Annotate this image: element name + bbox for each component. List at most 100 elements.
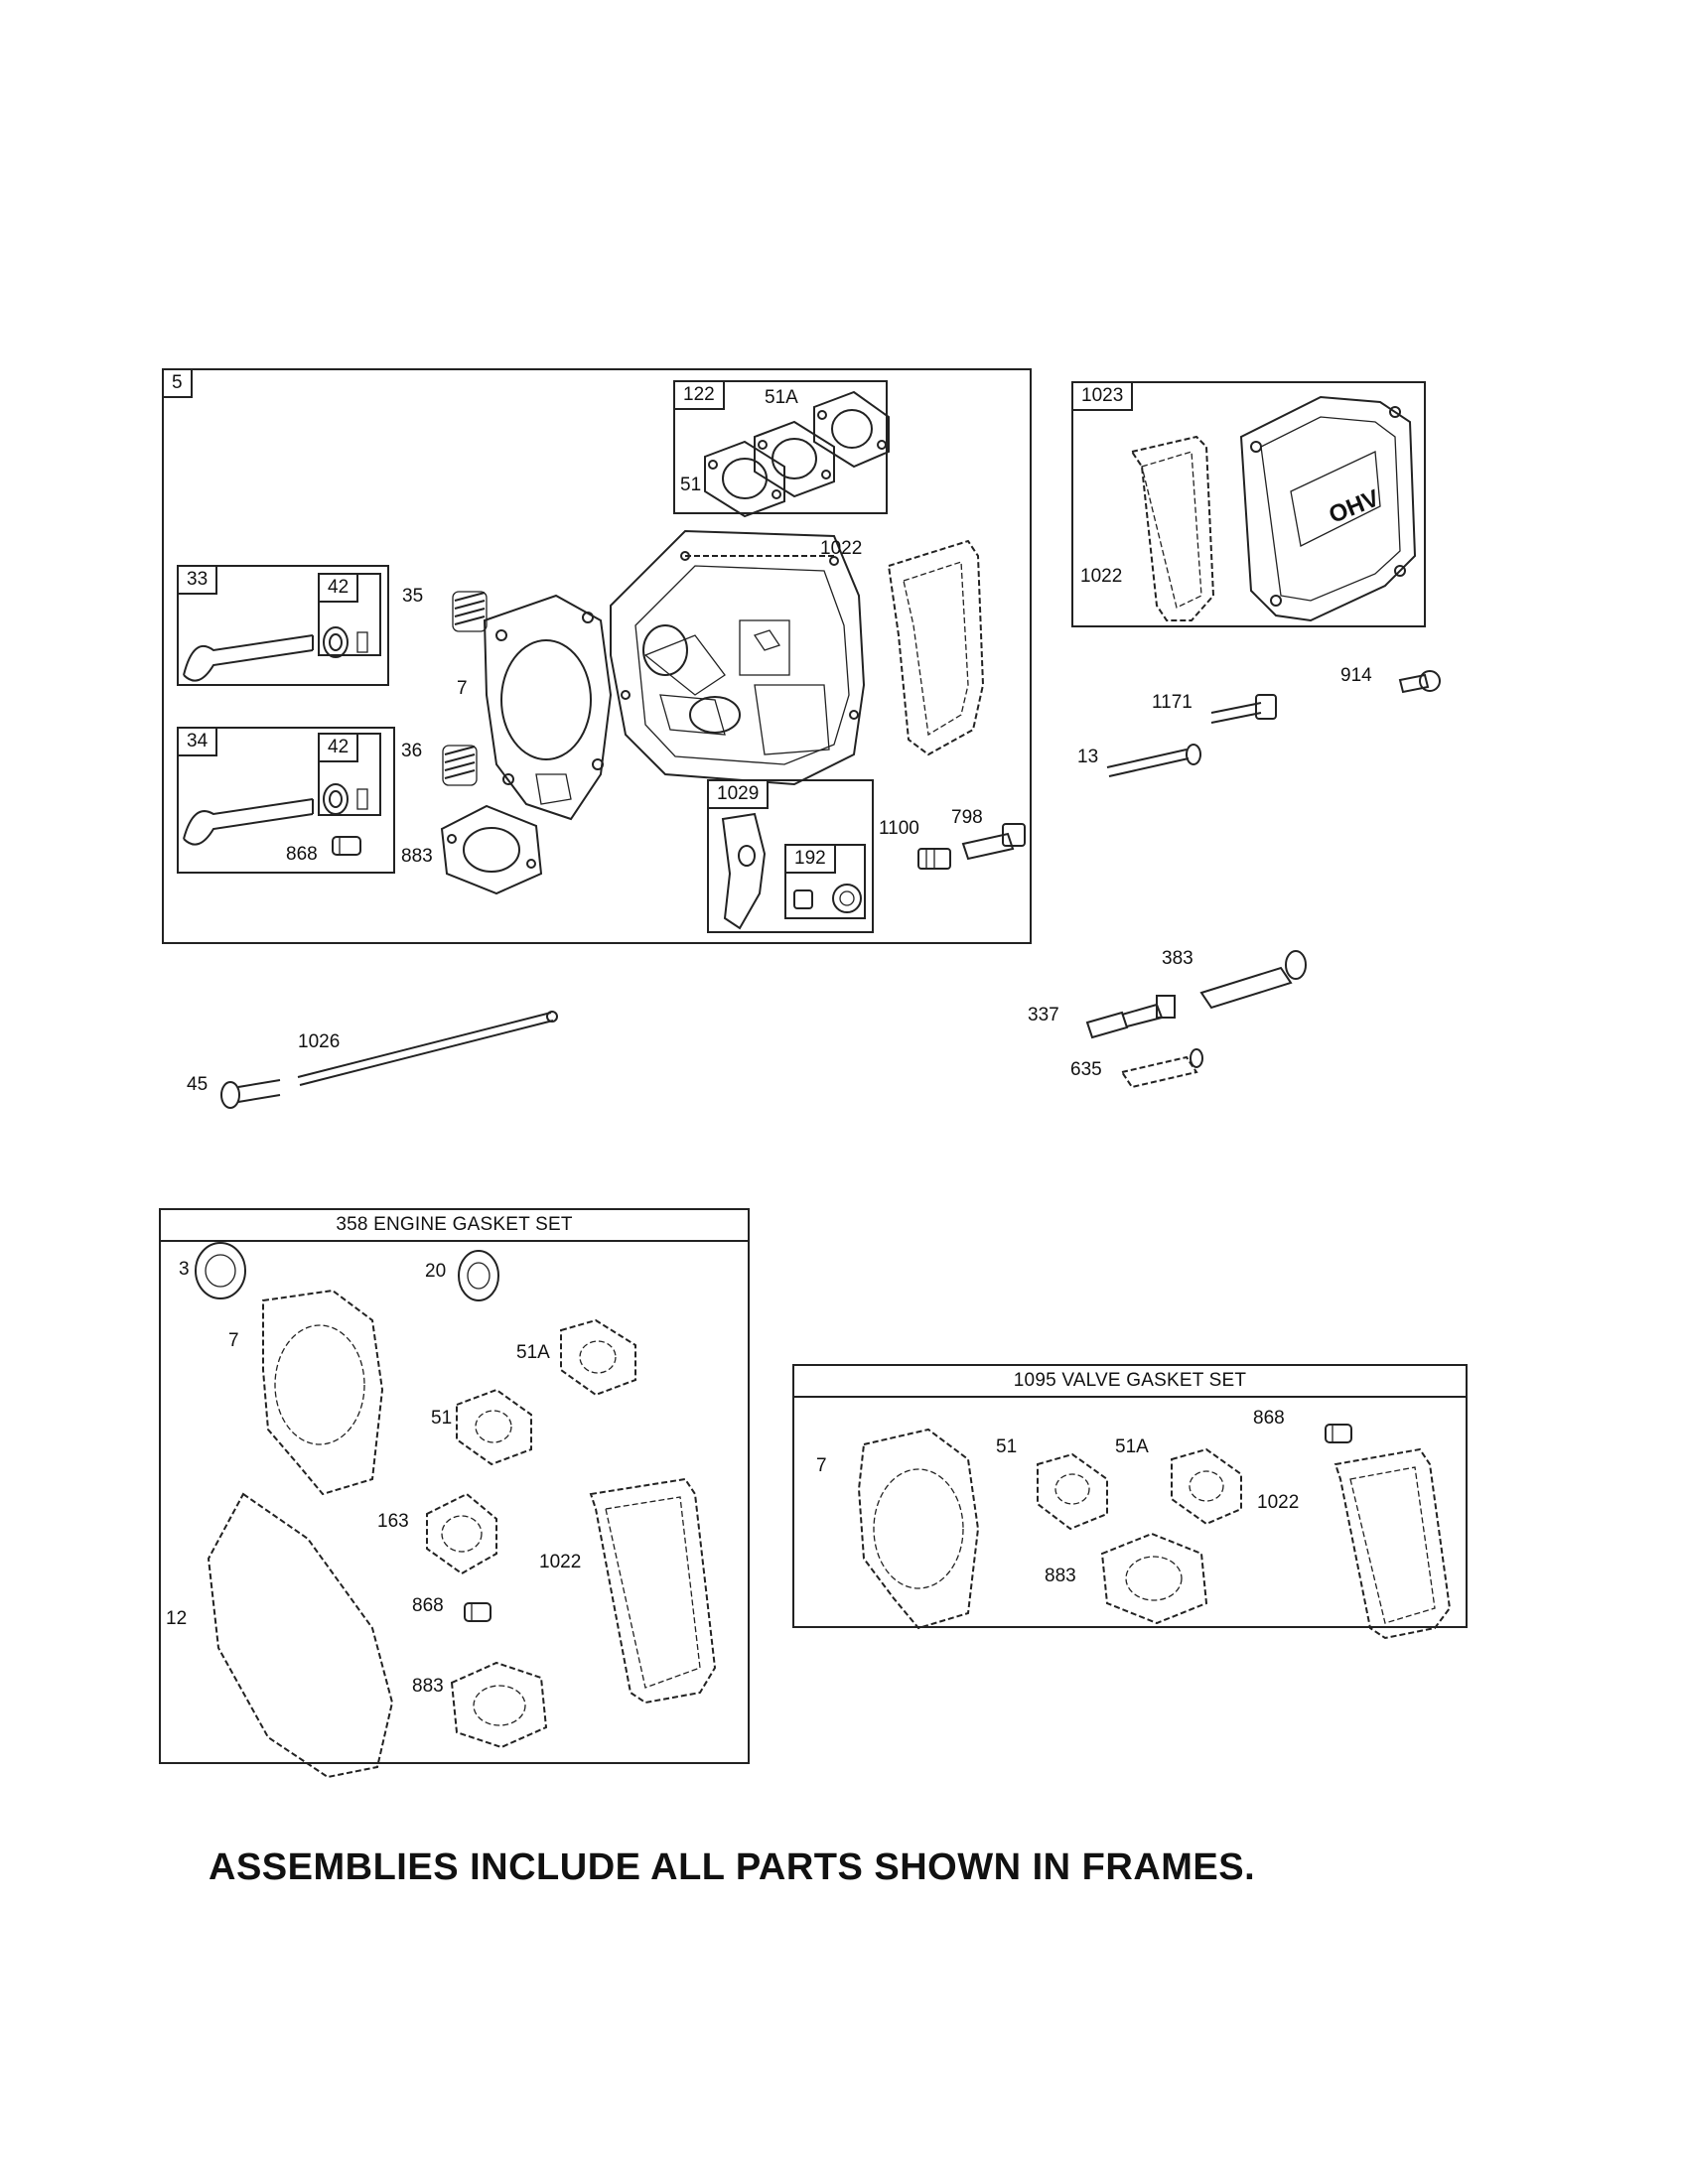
label-45: 45 [187,1074,209,1095]
vgs-label-1022: 1022 [1257,1492,1300,1513]
egs-exhaust-gasket-883-drawing [450,1661,548,1749]
egs-label-3: 3 [179,1259,190,1280]
vgs-intake-gasket-51-drawing [1037,1452,1108,1531]
label-1022-head: 1022 [820,538,863,559]
vgs-valve-seal-868-drawing [1325,1424,1352,1443]
egs-label-163: 163 [377,1511,409,1532]
frame-tag-1023: 1023 [1073,383,1134,411]
egs-seal-3-drawing [195,1242,246,1299]
label-883-head: 883 [401,846,433,867]
egs-intake-gasket-51a-drawing [560,1318,636,1397]
egs-label-868: 868 [412,1595,444,1616]
spark-plug-337-drawing [1085,995,1176,1039]
vgs-label-883: 883 [1045,1566,1076,1586]
intake-valve-retainer-frame: 42 [318,733,381,816]
bolt-13-drawing [1106,744,1201,777]
label-1100: 1100 [879,818,919,839]
vgs-cover-gasket-1022-drawing [1333,1447,1452,1640]
egs-label-883: 883 [412,1676,444,1697]
egs-label-1022: 1022 [539,1552,582,1572]
intake-valve-drawing [183,798,314,846]
frame-tag-33: 33 [179,567,218,595]
frame-tag-192: 192 [786,846,836,874]
vgs-label-51a: 51A [1115,1436,1149,1457]
stud-1100-drawing [917,848,951,870]
label-914: 914 [1340,665,1372,686]
label-36: 36 [401,741,423,761]
valve-stem-seal-868-drawing [332,836,361,856]
intake-valve-frame: 34 [177,727,395,874]
vgs-intake-gasket-51a-drawing [1171,1447,1242,1526]
egs-label-7: 7 [228,1330,239,1351]
exhaust-gasket-883-drawing [440,804,543,895]
valve-spring-36-drawing [442,745,478,786]
frame-tag-1029: 1029 [709,781,770,809]
frame-tag-122: 122 [675,382,725,410]
exhaust-valve-frame: 33 [177,565,389,686]
intake-gasket-51-drawing [704,440,785,518]
cylinder-head-drawing [610,529,866,786]
label-51-intake: 51 [680,475,702,495]
egs-label-20: 20 [425,1261,447,1282]
breather-screw-914-drawing [1398,670,1441,694]
label-798: 798 [951,807,983,828]
frame-tag-5: 5 [164,370,193,398]
stud-1171-drawing [1210,694,1277,724]
egs-intake-gasket-51-drawing [456,1388,532,1466]
frame-tag-34: 34 [179,729,218,756]
label-337: 337 [1028,1005,1059,1025]
head-gasket-7-drawing [483,594,613,821]
vgs-head-gasket-7-drawing [857,1428,980,1630]
frame-tag-42-exhaust: 42 [320,575,359,603]
egs-crankcase-gasket-12-drawing [207,1492,394,1779]
rocker-frame: 1029 [707,779,874,933]
label-51a-intake: 51A [765,387,798,408]
label-383: 383 [1162,948,1193,969]
boot-635-drawing [1120,1048,1203,1089]
exhaust-valve-retainer-frame: 42 [318,573,381,656]
exhaust-valve-drawing [183,634,314,682]
label-13: 13 [1077,747,1099,767]
vgs-label-7: 7 [816,1455,827,1476]
rocker-stud-798-drawing [961,823,1026,861]
ignition-lead-383-drawing [1199,950,1307,1010]
intake-gasket-51a-drawing [754,420,835,498]
egs-label-51a: 51A [516,1342,550,1363]
cover-gasket-1022-drawing [887,539,985,756]
intake-gasket-frame: 122 [673,380,888,514]
label-7-head: 7 [457,678,468,699]
valve-gasket-set-title: 1095 VALVE GASKET SET [794,1366,1466,1398]
label-868-intake-valve: 868 [286,844,318,865]
cylinder-head-assembly-frame: 5 [162,368,1032,944]
engine-gasket-set-frame: 358 ENGINE GASKET SET [159,1208,750,1764]
label-1171: 1171 [1152,692,1193,713]
egs-head-gasket-7-drawing [262,1289,384,1496]
assemblies-caption: ASSEMBLIES INCLUDE ALL PARTS SHOWN IN FR… [209,1846,1256,1888]
egs-cover-gasket-1022-drawing [589,1477,717,1705]
valve-spring-35-drawing [452,591,488,632]
vgs-exhaust-gasket-883-drawing [1100,1532,1208,1625]
frame-tag-42-intake: 42 [320,735,359,762]
push-rod-1026-drawing [297,1011,558,1086]
rocker-parts-192-drawing [793,884,862,913]
rocker-arm-drawing [721,812,767,930]
vgs-label-51: 51 [996,1436,1018,1457]
valve-cover-gasket-drawing [1130,435,1215,621]
egs-gasket-163-drawing [426,1492,497,1575]
egs-valve-seal-868-drawing [464,1602,491,1622]
engine-gasket-set-title: 358 ENGINE GASKET SET [161,1210,748,1242]
head-bolt-45-drawing [220,1079,281,1109]
valve-gasket-set-frame: 1095 VALVE GASKET SET [792,1364,1468,1628]
egs-label-51: 51 [431,1408,453,1429]
egs-label-12: 12 [166,1608,188,1629]
label-635: 635 [1070,1059,1102,1080]
egs-seal-20-drawing [458,1250,499,1301]
label-1022-valve-cover: 1022 [1080,566,1123,587]
valve-cover-drawing [1239,395,1417,622]
valve-cover-frame: 1023 [1071,381,1426,627]
label-35: 35 [402,586,424,607]
exhaust-valve-retainer-drawing [323,626,368,658]
rocker-parts-frame: 192 [784,844,866,919]
label-1026: 1026 [298,1031,341,1052]
